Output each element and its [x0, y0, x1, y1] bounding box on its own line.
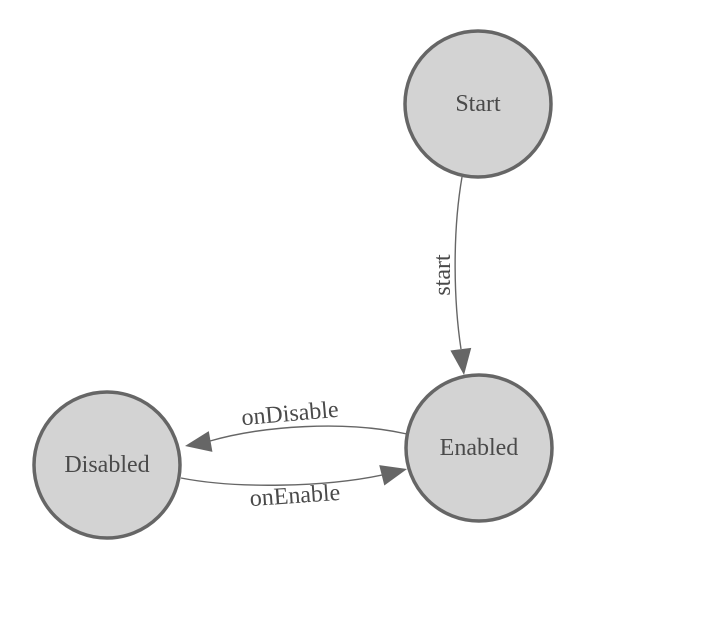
arrowhead-disabled-to-enabled: [379, 465, 407, 486]
edge-label-disabled-to-enabled: onEnable: [249, 480, 341, 512]
state-circle-start: [403, 29, 553, 179]
state-node-disabled: Disabled: [32, 390, 182, 540]
edge-line-start-to-enabled: [454, 176, 463, 350]
edge-label-start-to-enabled: start: [430, 254, 456, 296]
state-node-start: Start: [403, 29, 553, 179]
state-label-enabled: Enabled: [440, 435, 519, 461]
arrowhead-start-to-enabled: [450, 347, 472, 375]
edge-line-enabled-to-disabled: [209, 425, 408, 442]
state-label-start: Start: [455, 91, 501, 117]
state-label-disabled: Disabled: [64, 452, 149, 478]
state-node-enabled: Enabled: [404, 373, 554, 523]
arrowhead-enabled-to-disabled: [185, 431, 213, 452]
state-circle-disabled: [32, 390, 182, 540]
edge-start-to-enabled: start: [430, 176, 472, 375]
state-circle-enabled: [404, 373, 554, 523]
edges-layer: start onDisable onEnable: [180, 176, 472, 512]
edge-line-disabled-to-enabled: [180, 474, 383, 486]
edge-disabled-to-enabled: onEnable: [180, 465, 407, 512]
edge-enabled-to-disabled: onDisable: [185, 397, 408, 452]
